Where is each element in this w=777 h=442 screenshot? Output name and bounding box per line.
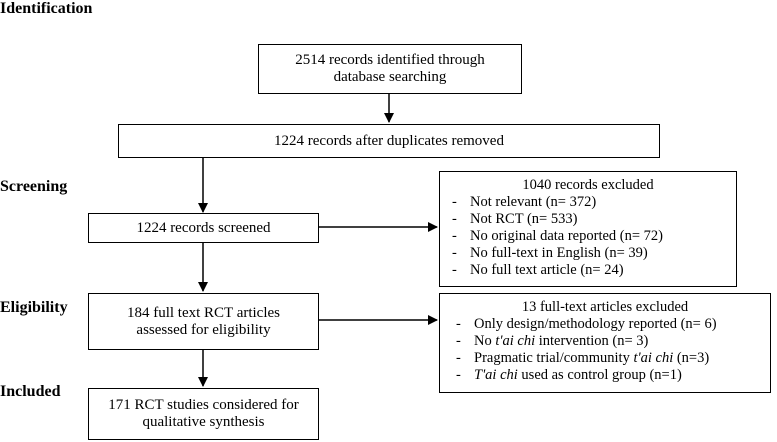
records-excluded-item: Not relevant (n= 372) (440, 194, 736, 211)
records-excluded-title: 1040 records excluded (522, 177, 654, 193)
box-records-identified-line-1: 2514 records identified through (295, 52, 485, 68)
box-records-identified-line-2: database searching (333, 69, 447, 85)
stage-label-identification: Identification (0, 0, 93, 17)
box-full-text-assessed-line-1: 184 full text RCT articles (126, 304, 281, 321)
articles-excluded-item: Pragmatic trial/community t'ai chi (n=3) (440, 350, 770, 367)
box-studies-included: 171 RCT studies considered for qualitati… (88, 388, 319, 440)
articles-excluded-list: Only design/methodology reported (n= 6) … (440, 316, 770, 384)
articles-excluded-title: 13 full-text articles excluded (521, 299, 689, 315)
records-excluded-item: Not RCT (n= 533) (440, 211, 736, 228)
box-full-text-assessed: 184 full text RCT articles assessed for … (88, 293, 319, 350)
stage-label-screening: Screening (0, 178, 68, 195)
box-records-deduplicated-text: 1224 records after duplicates removed (274, 132, 504, 149)
box-records-screened: 1224 records screened (88, 213, 319, 243)
box-articles-excluded: 13 full-text articles excluded Only desi… (439, 293, 771, 393)
stage-label-included: Included (0, 383, 61, 400)
stage-label-eligibility: Eligibility (0, 299, 68, 316)
articles-excluded-item: No t'ai chi intervention (n= 3) (440, 333, 770, 350)
articles-excluded-item: Only design/methodology reported (n= 6) (440, 316, 770, 333)
box-records-deduplicated: 1224 records after duplicates removed (118, 124, 660, 158)
records-excluded-item: No full-text in English (n= 39) (440, 245, 736, 262)
box-records-excluded: 1040 records excluded Not relevant (n= 3… (439, 171, 737, 287)
box-records-identified: 2514 records identified through database… (258, 44, 522, 94)
box-studies-included-line-1: 171 RCT studies considered for (108, 397, 299, 413)
box-full-text-assessed-line-2: assessed for eligibility (136, 321, 271, 338)
records-excluded-item: No original data reported (n= 72) (440, 228, 736, 245)
articles-excluded-item: T'ai chi used as control group (n=1) (440, 367, 770, 384)
box-studies-included-line-2: qualitative synthesis (142, 414, 265, 430)
box-records-screened-text: 1224 records screened (136, 219, 271, 236)
records-excluded-item: No full text article (n= 24) (440, 262, 736, 279)
records-excluded-list: Not relevant (n= 372) Not RCT (n= 533) N… (440, 194, 736, 279)
